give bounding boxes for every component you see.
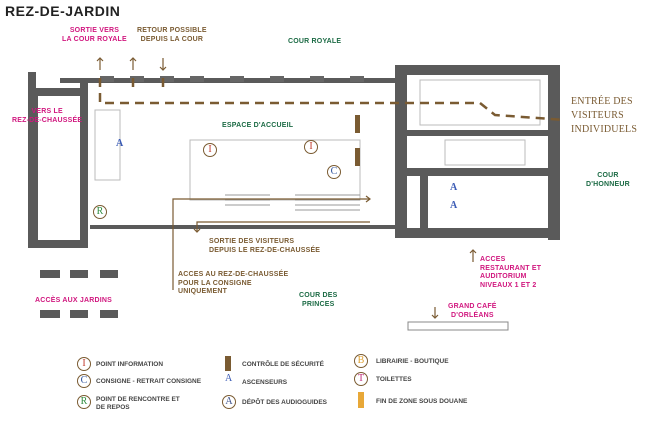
label-entree-visiteurs: ENTRÉE DES VISITEURS INDIVIDUELS xyxy=(571,96,638,135)
label-cour-princes: COUR DES PRINCES xyxy=(299,292,338,308)
legend-elevator-icon: A xyxy=(225,373,233,384)
legend-label: LIBRAIRIE - BOUTIQUE xyxy=(376,358,449,365)
legend-security-icon xyxy=(225,356,231,371)
info-marker: I xyxy=(203,143,217,157)
legend-label: POINT INFORMATION xyxy=(96,361,164,368)
label-cour-honneur: COUR D'HONNEUR xyxy=(586,172,630,188)
legend-label: DÉPÔT DES AUDIOGUIDES xyxy=(242,399,327,406)
meeting-point-marker: R xyxy=(93,205,107,219)
legend-customs-icon xyxy=(358,392,364,408)
walls xyxy=(28,65,560,248)
inner-lines xyxy=(94,79,541,201)
legend-label: CONSIGNE - RETRAIT CONSIGNE xyxy=(96,378,202,385)
security-checks xyxy=(355,115,360,166)
label-acces-restaurant: ACCES RESTAURANT ET AUDITORIUM NIVEAUX 1… xyxy=(480,256,542,289)
south-wall xyxy=(90,225,400,229)
elevator-marker: A xyxy=(116,138,124,149)
legend-label: ASCENSEURS xyxy=(242,379,288,386)
colonnade xyxy=(100,76,364,82)
page-title: REZ-DE-JARDIN xyxy=(5,3,121,19)
legend-audioguide-icon: A xyxy=(222,395,236,409)
consigne-marker: C xyxy=(327,165,341,179)
label-sortie-cour-royale: SORTIE VERS LA COUR ROYALE xyxy=(62,27,127,43)
legend-toilets-icon: T xyxy=(354,372,368,386)
label-vers-rdc: VERS LE REZ-DE-CHAUSSÉE xyxy=(12,108,83,124)
label-grand-cafe: GRAND CAFÉ D'ORLÉANS xyxy=(448,303,497,319)
info-marker: I xyxy=(304,140,318,154)
legend-meeting-icon: R xyxy=(77,395,91,409)
legend-info-icon: I xyxy=(77,357,91,371)
label-sortie-visiteurs-rdc: SORTIE DES VISITEURS DEPUIS LE REZ-DE-CH… xyxy=(209,238,321,254)
legend-bookshop-icon: B xyxy=(354,354,368,368)
label-retour-possible: RETOUR POSSIBLE DEPUIS LA COUR xyxy=(137,27,207,43)
grand-cafe-outline xyxy=(407,321,509,331)
garden-blocks xyxy=(40,270,118,318)
legend-label: POINT DE RENCONTRE ET DE REPOS xyxy=(96,396,180,411)
left-pavilion-wall xyxy=(28,88,88,96)
visitor-path xyxy=(98,78,566,122)
elevator-marker: A xyxy=(450,200,458,211)
legend-label: TOILETTES xyxy=(376,376,412,383)
label-acces-jardins: ACCÈS AUX JARDINS xyxy=(35,297,113,304)
legend-consigne-icon: C xyxy=(77,374,91,388)
label-acces-rdc-consigne: ACCES AU REZ-DE-CHAUSSÉE POUR LA CONSIGN… xyxy=(178,271,289,295)
right-pavilion-wall xyxy=(395,65,560,75)
label-cour-royale: COUR ROYALE xyxy=(288,38,342,45)
legend-label: CONTRÔLE DE SÉCURITÉ xyxy=(242,361,324,368)
stairs xyxy=(225,194,360,211)
elevator-marker: A xyxy=(450,182,458,193)
legend-label: FIN DE ZONE SOUS DOUANE xyxy=(376,398,468,405)
arrows xyxy=(96,57,477,319)
label-espace-accueil: ESPACE D'ACCUEIL xyxy=(222,122,294,129)
